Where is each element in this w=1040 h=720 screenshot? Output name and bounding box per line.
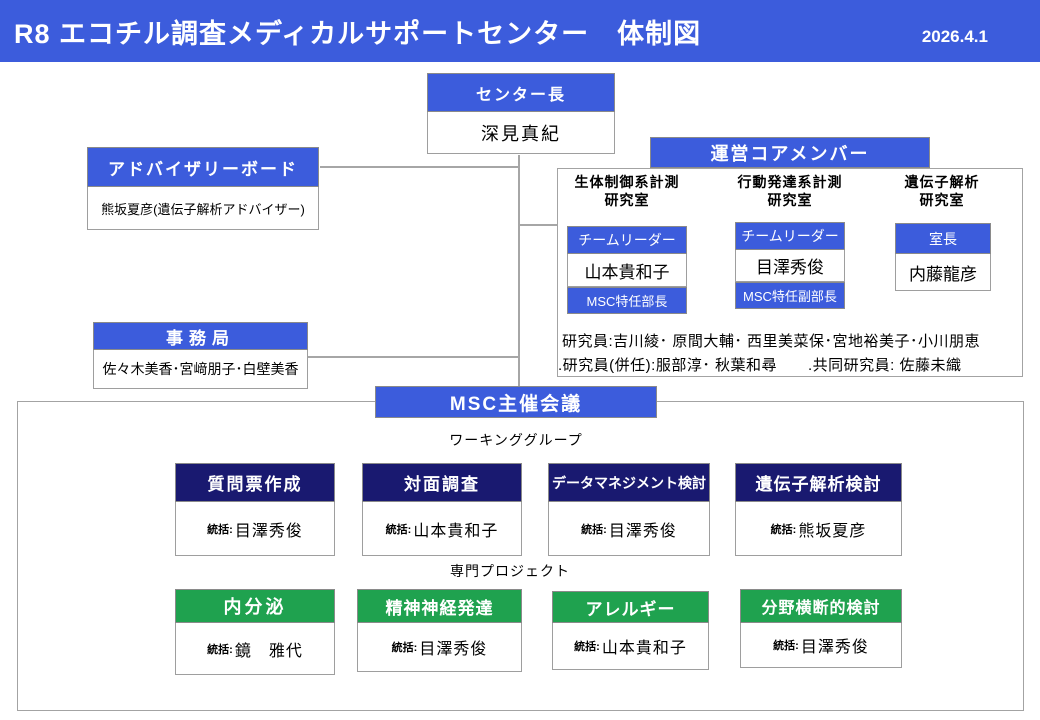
project-box-endocrine: 内分泌 統括: 鏡 雅代 [175,589,335,675]
director-header: センター長 [427,73,615,112]
project-box-neurodevelopment: 精神神経発達 統括: 目澤秀俊 [357,589,522,672]
lab2-title-line1: 行動発達系計測 [737,174,843,190]
lab1-role-bottom: MSC特任部長 [567,287,687,314]
secretariat-members: 佐々木美香･宮﨑朋子･白壁美香 [93,350,308,389]
connector-vertical-main [518,155,520,386]
project-endocrine-header: 内分泌 [175,589,335,623]
title-bar: R8 エコチル調査メディカルサポートセンター 体制図 2026.4.1 [0,0,1040,62]
project-neurodevelopment-header: 精神神経発達 [357,589,522,623]
researchers-line1: 研究員:吉川綾･ 原間大輔･ 西里美菜保･宮地裕美子･小川朋恵 [562,333,981,350]
advisory-board-box: アドバイザリーボード 熊坂夏彦(遺伝子解析アドバイザー) [87,147,319,230]
wg-interview-lead-label: 統括: [385,523,412,536]
wg-questionnaire-header: 質問票作成 [175,463,335,502]
project-cross-disciplinary-lead-name: 目澤秀俊 [800,639,869,656]
project-endocrine-lead-label: 統括: [207,643,233,656]
lab2-leader-name: 目澤秀俊 [735,250,845,282]
page-title: R8 エコチル調査メディカルサポートセンター 体制図 [14,18,702,49]
date-label: 2026.4.1 [921,27,988,46]
connector-advisory [320,166,519,168]
wg-data-management-lead-name: 目澤秀俊 [608,522,677,540]
lab3-title-line2: 研究室 [919,192,965,208]
researchers-line2a: .研究員(併任):服部淳･ 秋葉和尋 [558,357,777,374]
lab2-role-bottom: MSC特任副部長 [735,282,845,309]
wg-questionnaire-lead-label: 統括: [207,523,233,536]
wg-questionnaire-lead-name: 目澤秀俊 [234,522,303,540]
director-box: センター長 深見真紀 [427,73,615,154]
lab1-leader-name: 山本貴和子 [567,254,687,287]
wg-genetic-analysis-header: 遺伝子解析検討 [735,463,902,502]
meeting-header: MSC主催会議 [375,386,657,418]
wg-box-questionnaire: 質問票作成 統括: 目澤秀俊 [175,463,335,556]
advisory-board-member: 熊坂夏彦(遺伝子解析アドバイザー) [87,187,319,230]
project-box-cross-disciplinary: 分野横断的検討 統括: 目澤秀俊 [740,589,902,668]
wg-box-genetic-analysis: 遺伝子解析検討 統括: 熊坂夏彦 [735,463,902,556]
researchers-line2b: .共同研究員: 佐藤未織 [808,357,962,374]
project-cross-disciplinary-lead-label: 統括: [773,640,799,652]
project-allergy-lead-name: 山本貴和子 [601,640,687,657]
lab1-title-line1: 生体制御系計測 [574,174,680,190]
project-neurodevelopment-lead-name: 目澤秀俊 [419,641,488,658]
lab1-title: 生体制御系計測 研究室 [560,173,694,209]
project-endocrine-lead-name: 鏡 雅代 [234,642,303,660]
wg-box-interview: 対面調査 統括: 山本貴和子 [362,463,522,556]
wg-genetic-analysis-lead-label: 統括: [770,523,797,536]
project-allergy-lead-label: 統括: [574,641,600,653]
core-members-panel [557,168,1023,377]
connector-secretariat [308,356,519,358]
wg-genetic-analysis-lead-name: 熊坂夏彦 [798,522,867,540]
project-neurodevelopment-lead-label: 統括: [391,642,418,654]
secretariat-header: 事務局 [93,322,308,350]
lab3-title-line1: 遺伝子解析 [904,174,980,190]
wg-interview-lead-name: 山本貴和子 [413,522,499,540]
lab2-role-top: チームリーダー [735,222,845,250]
projects-label: 専門プロジェクト [450,563,570,579]
project-allergy-header: アレルギー [552,591,709,623]
director-name: 深見真紀 [427,112,615,154]
project-box-allergy: アレルギー 統括: 山本貴和子 [552,591,709,670]
wg-data-management-header: データマネジメント検討 [548,463,710,502]
connector-core [519,224,558,226]
lab2-title-line2: 研究室 [767,192,813,208]
lab1-role-top: チームリーダー [567,226,687,254]
lab3-leader-name: 内藤龍彦 [895,254,991,291]
core-members-header: 運営コアメンバー [650,137,930,168]
working-groups-label: ワーキンググループ [449,432,583,448]
wg-data-management-lead-label: 統括: [581,523,607,536]
lab1-title-line2: 研究室 [604,192,650,208]
secretariat-box: 事務局 佐々木美香･宮﨑朋子･白壁美香 [93,322,308,389]
lab3-title: 遺伝子解析 研究室 [886,173,998,209]
wg-interview-header: 対面調査 [362,463,522,502]
lab3-role-top: 室長 [895,223,991,254]
lab2-title: 行動発達系計測 研究室 [723,173,857,209]
wg-box-data-management: データマネジメント検討 統括: 目澤秀俊 [548,463,710,556]
advisory-board-header: アドバイザリーボード [87,147,319,187]
project-cross-disciplinary-header: 分野横断的検討 [740,589,902,623]
